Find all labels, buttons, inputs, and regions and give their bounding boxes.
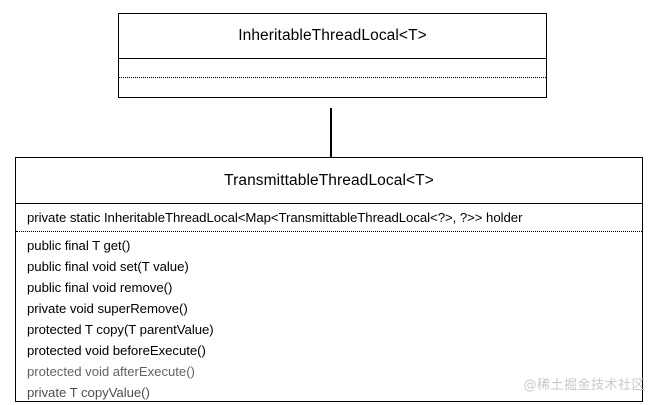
method-row: protected void afterExecute()	[27, 364, 195, 379]
method-row: private T copyValue()	[27, 385, 150, 400]
method-row: private void superRemove()	[27, 301, 188, 316]
methods-compartment-parent	[119, 77, 546, 96]
class-name-transmittable-thread-local: TransmittableThreadLocal<T>	[224, 171, 434, 189]
generalization-connector	[322, 96, 340, 158]
method-row: public final void remove()	[27, 280, 173, 295]
generalization-line	[330, 108, 332, 158]
class-name-inheritable-thread-local: InheritableThreadLocal<T>	[238, 27, 427, 45]
class-box-transmittable-thread-local[interactable]: TransmittableThreadLocal<T> private stat…	[15, 157, 643, 402]
method-row: public final void set(T value)	[27, 259, 189, 274]
class-box-inheritable-thread-local[interactable]: InheritableThreadLocal<T>	[118, 13, 547, 98]
method-row: protected void beforeExecute()	[27, 343, 206, 358]
attributes-compartment-parent	[119, 58, 546, 77]
method-row: protected T copy(T parentValue)	[27, 322, 214, 337]
methods-compartment-child: public final T get() public final void s…	[16, 231, 642, 403]
method-row: public final T get()	[27, 238, 131, 253]
attribute-row: private static InheritableThreadLocal<Ma…	[27, 209, 523, 225]
attributes-compartment-child: private static InheritableThreadLocal<Ma…	[16, 203, 642, 231]
